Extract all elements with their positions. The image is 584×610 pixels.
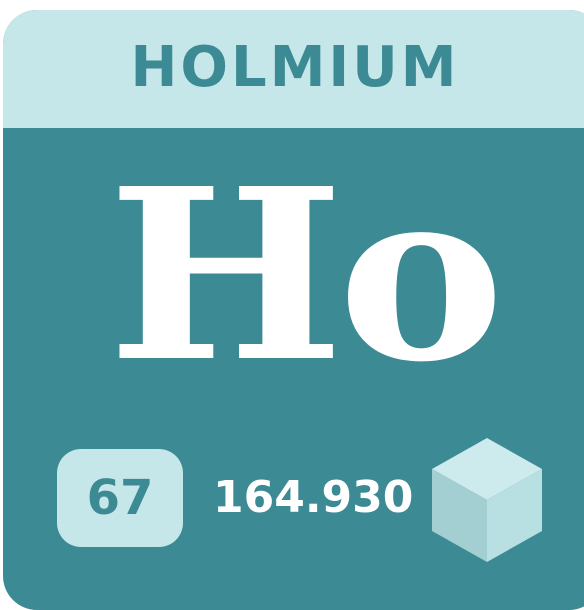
cube-right-face	[487, 469, 542, 562]
atomic-number: 67	[86, 470, 154, 526]
element-symbol: Ho	[107, 136, 505, 414]
element-name: HOLMIUM	[130, 35, 460, 100]
atomic-number-badge: 67	[57, 449, 183, 547]
atomic-mass: 164.930	[213, 472, 414, 523]
element-header	[3, 10, 584, 128]
cube-icon	[432, 438, 542, 562]
cube-left-face	[432, 469, 487, 562]
